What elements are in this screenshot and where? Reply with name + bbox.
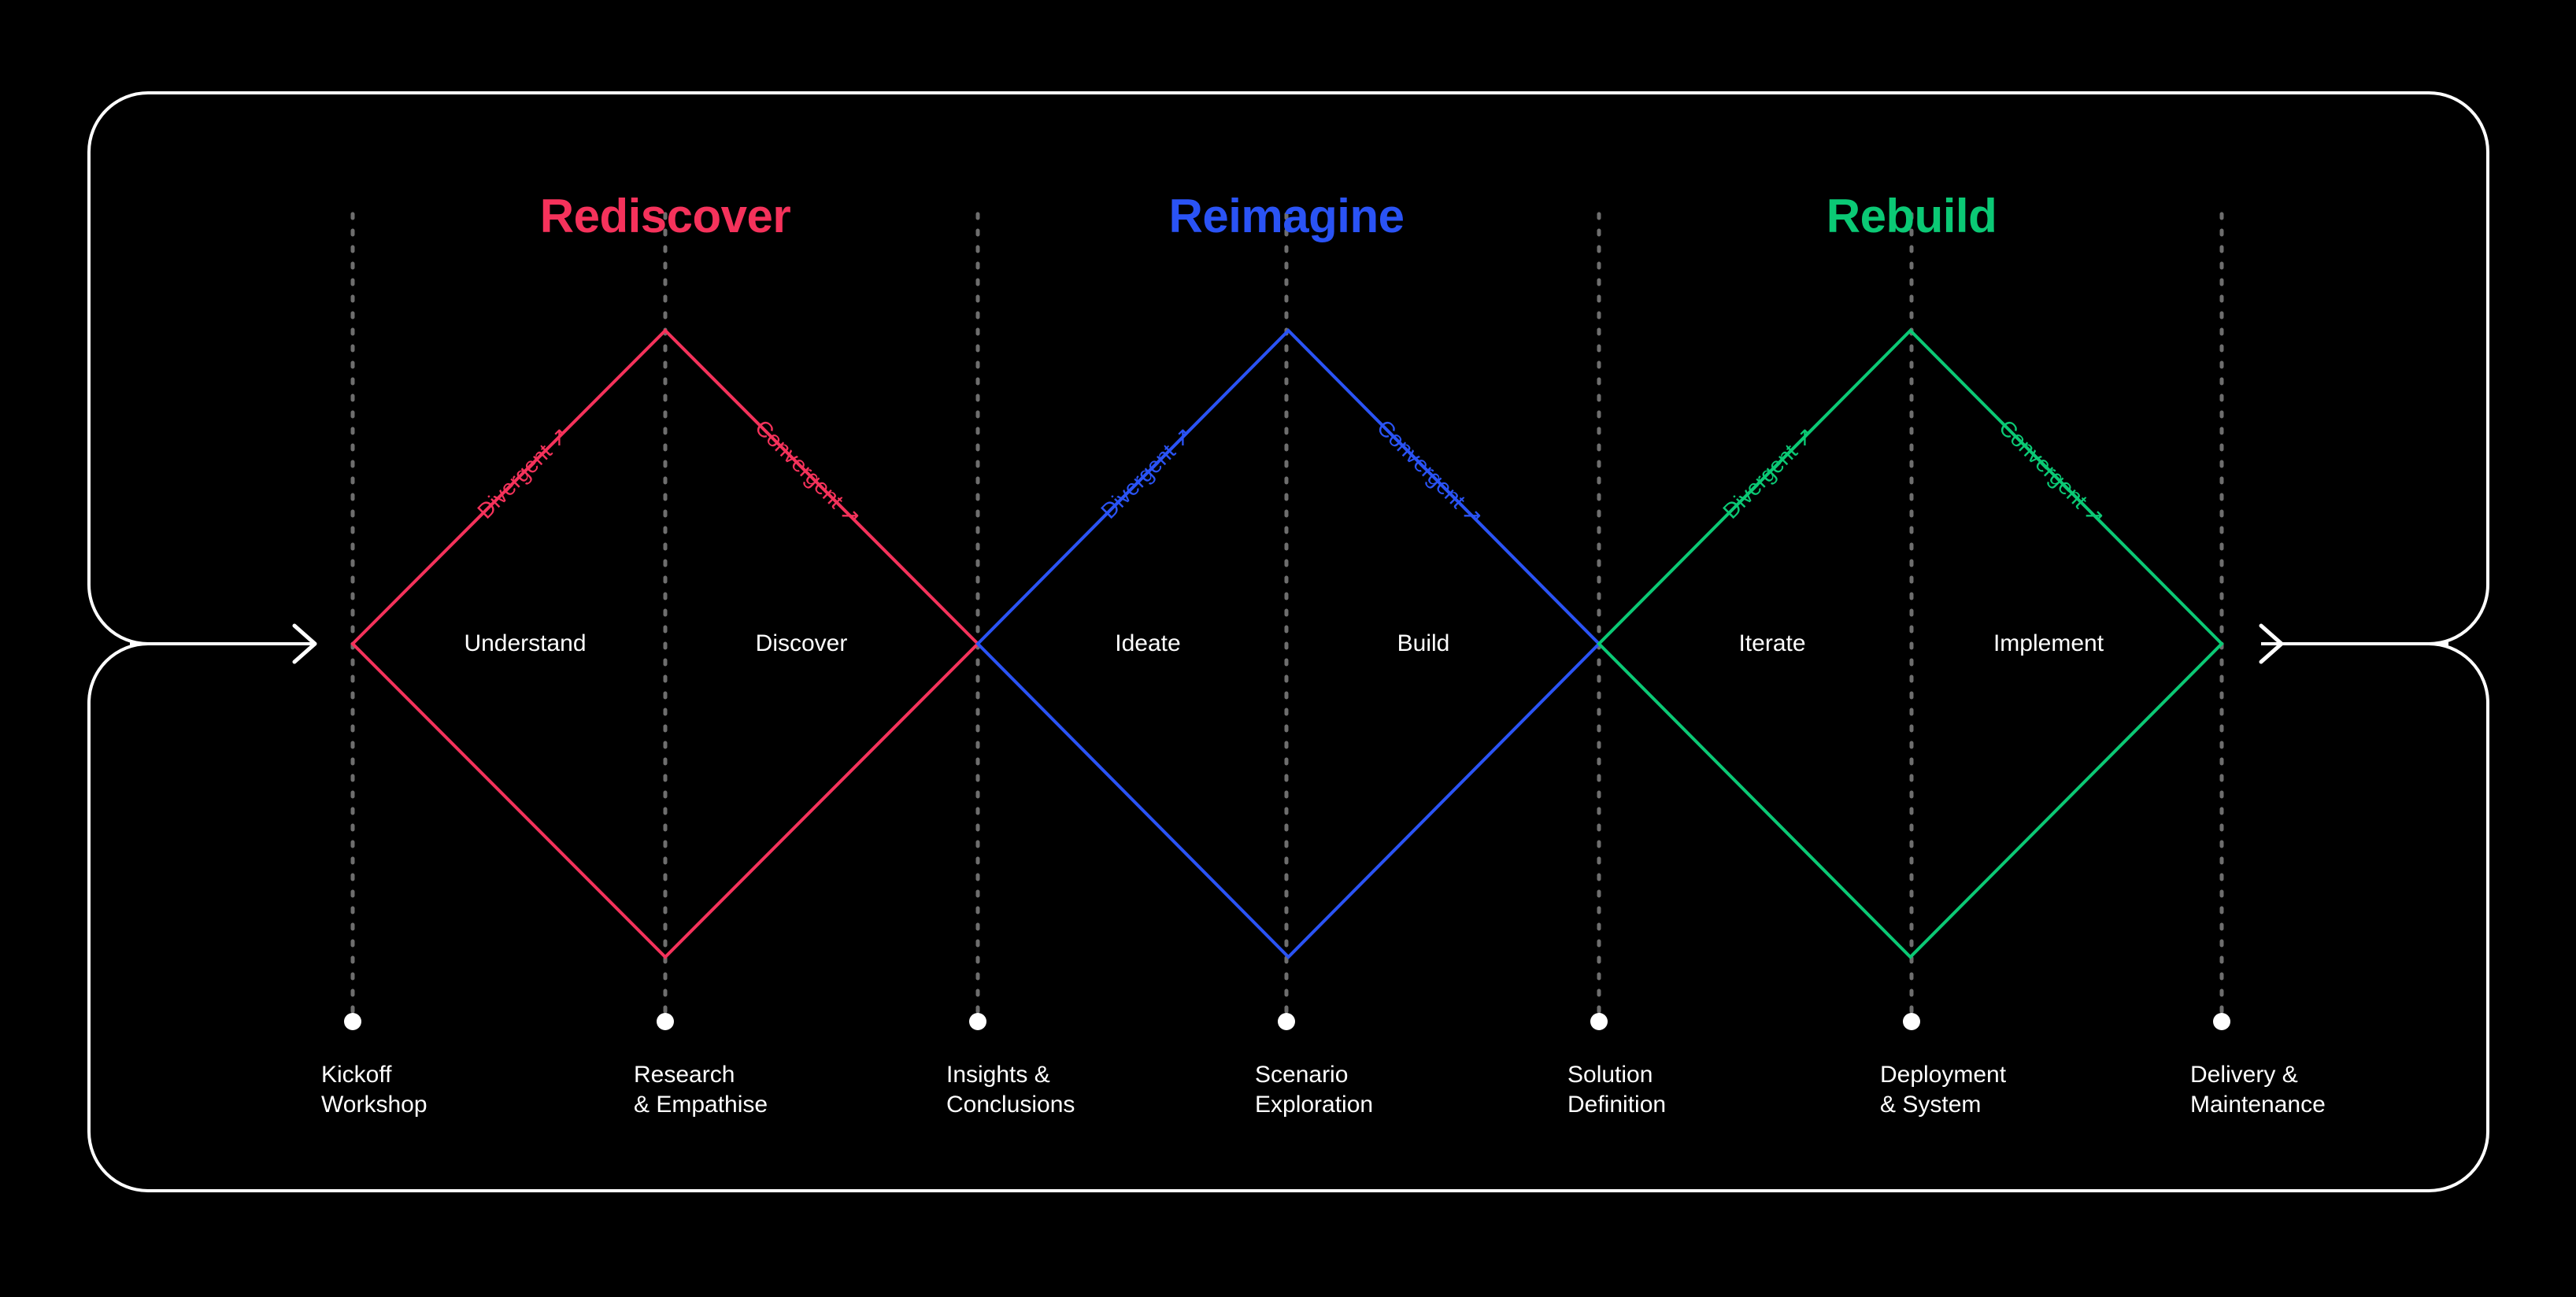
frame-top-half xyxy=(87,91,2489,645)
milestone-dot-0[interactable] xyxy=(344,1013,361,1030)
diamond-shapes xyxy=(350,328,2224,959)
milestone-dots xyxy=(344,1013,2230,1030)
phase-title-reimagine: Reimagine xyxy=(1168,190,1405,242)
milestone-label-5: Deployment & System xyxy=(1880,1062,2007,1118)
milestone-label-2: Insights & Conclusions xyxy=(946,1062,1075,1118)
milestone-dot-4[interactable] xyxy=(1590,1013,1608,1030)
stage-label-ideate: Ideate xyxy=(1115,630,1181,656)
guide-lines xyxy=(350,212,2224,1014)
stage-label-iterate: Iterate xyxy=(1738,630,1806,656)
milestone-dot-3[interactable] xyxy=(1278,1013,1295,1030)
stage-label-understand: Understand xyxy=(464,630,587,656)
milestone-dot-6[interactable] xyxy=(2213,1013,2230,1030)
milestone-label-3: Scenario Exploration xyxy=(1255,1062,1374,1118)
milestone-label-1: Research & Empathise xyxy=(634,1062,768,1118)
milestone-dot-2[interactable] xyxy=(969,1013,986,1030)
milestone-label-4: Solution Definition xyxy=(1567,1062,1667,1118)
phase-title-rediscover: Rediscover xyxy=(539,190,791,242)
stage-label-implement: Implement xyxy=(1993,630,2104,656)
entry-arrow-head xyxy=(292,623,317,664)
diamond-rebuild xyxy=(1597,328,2224,959)
stage-label-discover: Discover xyxy=(755,630,848,656)
milestone-label-0: Kickoff Workshop xyxy=(321,1062,427,1118)
frame-bottom-half xyxy=(87,642,2489,1192)
outer-frame xyxy=(87,91,2489,1192)
milestone-label-6: Delivery & Maintenance xyxy=(2190,1062,2326,1118)
milestone-dot-1[interactable] xyxy=(657,1013,674,1030)
milestone-dot-5[interactable] xyxy=(1903,1013,1920,1030)
phase-title-rebuild: Rebuild xyxy=(1826,190,1997,242)
stage-label-build: Build xyxy=(1397,630,1450,656)
exit-arrow-head xyxy=(2259,623,2284,664)
